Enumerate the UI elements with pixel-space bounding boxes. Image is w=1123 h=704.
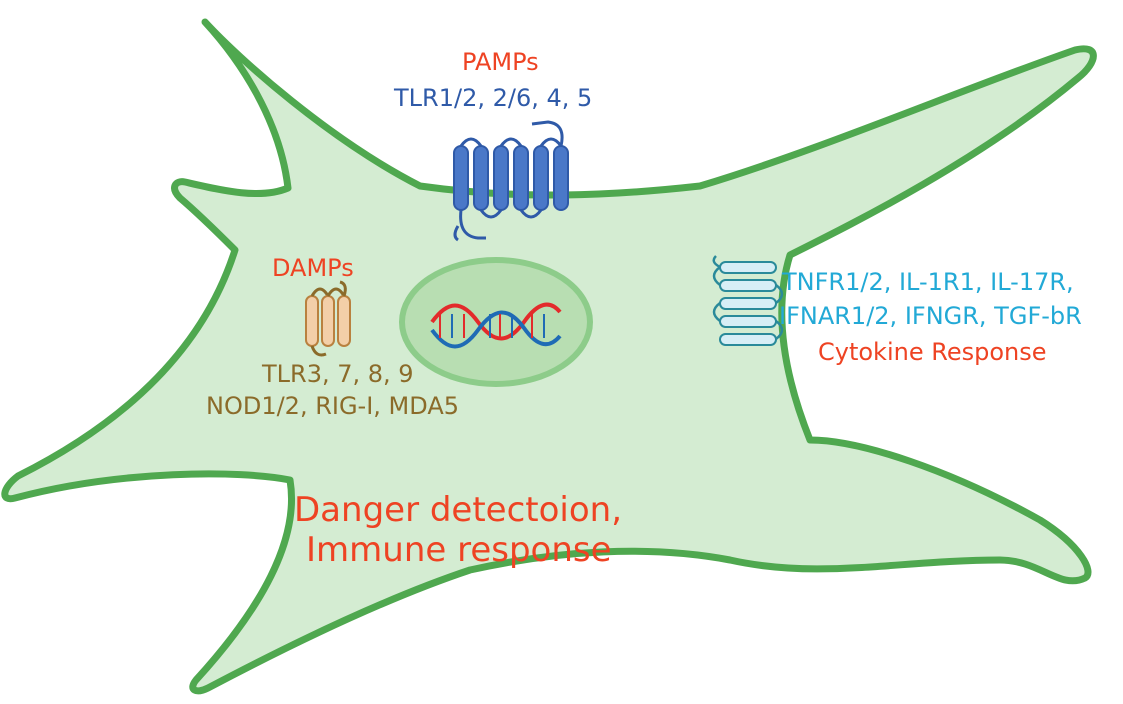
tlr-loop <box>519 209 543 219</box>
endosomal-tlr-label: TLR3, 7, 8, 9 <box>262 360 414 388</box>
dna-base-pairs <box>439 314 545 338</box>
tlr-loop <box>499 137 523 147</box>
cytokine-receptor-bar <box>719 279 777 292</box>
cytokine-receptor-loop <box>712 302 721 322</box>
cytokine-receptor-icon <box>712 255 784 346</box>
tlr-loop <box>539 137 563 147</box>
cytokine-receptor-loop <box>712 266 721 286</box>
dna-strand-blue <box>430 310 562 349</box>
tlr-helix <box>533 145 549 211</box>
dna-helix-icon <box>430 302 562 349</box>
cytokine-receptor-bar <box>719 333 777 346</box>
tlr-helix <box>513 145 529 211</box>
cytokine-receptor-bar <box>719 261 777 274</box>
endo-tlr-loop <box>326 287 346 297</box>
cytokine-receptors-label-line1: TNFR1/2, IL-1R1, IL-17R, <box>782 268 1074 296</box>
tlr-helix <box>453 145 469 211</box>
damps-label: DAMPs <box>272 254 354 282</box>
surface-tlr-label: TLR1/2, 2/6, 4, 5 <box>394 84 593 112</box>
endosomal-tlr-receptor-icon <box>305 280 351 357</box>
tlr-ectodomain-loop <box>531 120 564 147</box>
tlr-cytoplasmic-tail <box>459 209 486 240</box>
endo-tlr-helix <box>321 295 335 347</box>
cytokine-response-label: Cytokine Response <box>818 338 1047 366</box>
cytokine-receptors-label-line2: IFNAR1/2, IFNGR, TGF-bR <box>779 302 1082 330</box>
immune-response-label: Immune response <box>306 530 612 570</box>
nucleus <box>399 257 593 387</box>
endo-tlr-helix <box>337 295 351 347</box>
cytokine-receptor-loop <box>775 284 784 304</box>
tlr-helix <box>473 145 489 211</box>
cytokine-receptor-end <box>712 255 721 269</box>
tlr-loop <box>459 137 483 147</box>
tlr-helix <box>493 145 509 211</box>
tlr-loop <box>479 209 503 219</box>
dna-strand-red <box>430 302 562 341</box>
cytokine-receptor-loop <box>775 320 784 340</box>
surface-tlr-receptor-icon <box>453 120 569 242</box>
danger-detection-label: Danger detectoion, <box>294 490 623 530</box>
endo-tlr-helix <box>305 295 319 347</box>
endo-tlr-end <box>339 280 347 297</box>
endo-tlr-tail <box>310 345 327 357</box>
tlr-helix <box>553 145 569 211</box>
cytosolic-sensors-label: NOD1/2, RIG-I, MDA5 <box>206 392 460 420</box>
cytokine-receptor-bar <box>719 297 777 310</box>
endo-tlr-loop <box>310 287 330 297</box>
tlr-tail <box>453 225 460 242</box>
pamps-label: PAMPs <box>462 48 539 76</box>
cytokine-receptor-bar <box>719 315 777 328</box>
